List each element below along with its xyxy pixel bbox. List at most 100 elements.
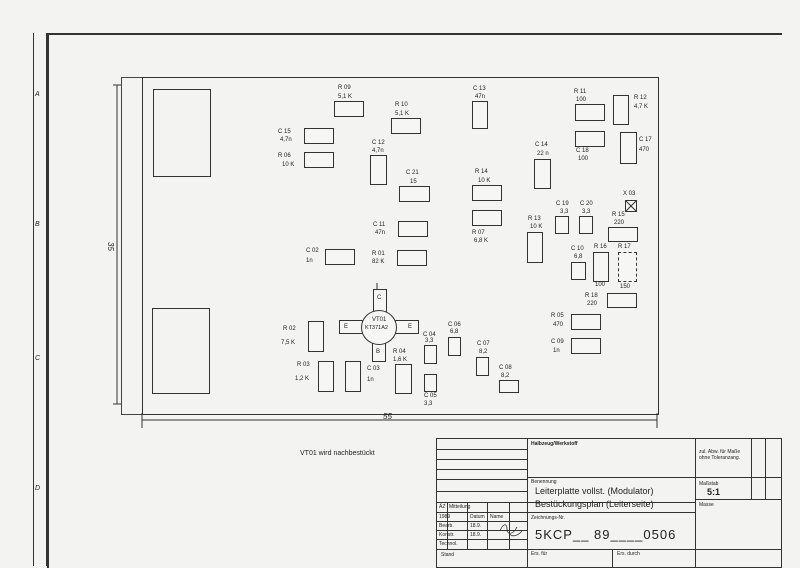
c19-value: 3,3 (560, 209, 569, 215)
name-label: Name (490, 514, 504, 520)
bearb-date: 18.9. (470, 523, 482, 529)
konstr-date: 18.9. (470, 532, 482, 538)
r10-ref: R 10 (395, 102, 408, 108)
technol-label: Technol. (439, 541, 458, 547)
c06-ref: C 06 (448, 322, 461, 328)
c06-value: 6,8 (450, 329, 459, 335)
c18-ref: C 18 (576, 148, 589, 154)
vt01-ref: VT01 (372, 317, 387, 323)
c11-body (398, 221, 428, 237)
datum-label: Datum (470, 514, 485, 520)
r06-body (304, 152, 334, 168)
row-letter-b: B (35, 221, 40, 228)
r14-body (472, 185, 502, 201)
c02-body (325, 249, 355, 265)
c20-value: 3,3 (582, 209, 591, 215)
c14-value: 22 n (537, 151, 549, 157)
c03-body (345, 361, 361, 392)
r14-ref: R 14 (475, 169, 488, 175)
masse-label: Masse (699, 502, 714, 508)
tolerance-note: zul. Abw. für Maße ohne Toleranzang. (699, 449, 741, 461)
c07-body (476, 357, 489, 376)
drawing-title-line1: Leiterplatte vollst. (Modulator) (535, 486, 654, 496)
assembly-note: VT01 wird nachbestückt (300, 450, 375, 457)
c17-value: 470 (639, 147, 650, 153)
row-letter-c: C (35, 355, 41, 362)
c04-value: 3,3 (425, 338, 434, 344)
r07-value: 6,8 K (474, 238, 489, 244)
c20-ref: C 20 (580, 201, 593, 207)
r05-ref: R 05 (551, 313, 564, 319)
title-block: Halbzeug/Werkstoff zul. Abw. für Maße oh… (436, 438, 782, 568)
r13-value: 10 K (530, 224, 543, 230)
r10-value: 5,1 K (395, 111, 410, 117)
c08-ref: C 08 (499, 365, 512, 371)
c02-ref: C 02 (306, 248, 319, 254)
row-index-strip: A B C D (33, 33, 47, 566)
mounting-pad-top (153, 89, 211, 177)
vt01-pin-c: C (377, 295, 382, 301)
c11-value: 47n (375, 230, 386, 236)
c20-body (579, 216, 593, 234)
c19-ref: C 19 (556, 201, 569, 207)
c21-ref: C 21 (406, 170, 419, 176)
r06-ref: R 06 (278, 153, 291, 159)
r01-value: 82 K (372, 259, 385, 265)
r16-body (593, 252, 609, 282)
c17-ref: C 17 (639, 137, 652, 143)
r04-value: 1,6 K (393, 357, 408, 363)
r07-body (472, 210, 502, 226)
c03-ref: C 03 (367, 366, 380, 372)
r03-body (318, 361, 334, 392)
r05-value: 470 (553, 322, 564, 328)
stand-label: Stand (441, 552, 455, 558)
vt01-base-lead: B (372, 342, 386, 362)
vt01-pin-e-right: E (408, 324, 413, 330)
r09-body (334, 101, 364, 117)
drawing-title-line2: Bestückungsplan (Leiterseite) (535, 499, 654, 509)
zeichnungs-label: Zeichnungs-Nr. (531, 515, 565, 521)
c05-body (424, 374, 437, 392)
c17-body (620, 132, 637, 164)
r13-body (527, 232, 543, 263)
r04-body (395, 364, 412, 394)
c05-ref: C 05 (424, 393, 437, 399)
r11-value: 100 (576, 97, 587, 103)
c13-body (472, 101, 488, 129)
signature (499, 524, 523, 537)
c13-ref: C 13 (473, 86, 486, 92)
massstab-label: Maßstab (699, 481, 719, 487)
c11-ref: C 11 (373, 222, 386, 228)
x03-ref: X 03 (623, 191, 636, 197)
ers-durch-label: Ers. durch (617, 551, 640, 557)
c08-value: 8,2 (501, 373, 510, 379)
c03-value: 1n (367, 377, 374, 383)
r01-ref: R 01 (372, 251, 385, 257)
scale-value: 5:1 (707, 487, 721, 497)
vt01-pin-b: B (376, 349, 381, 355)
r13-ref: R 13 (528, 216, 541, 222)
c12-value: 4,7n (372, 148, 384, 154)
r11-ref: R 11 (574, 89, 587, 95)
c21-value: 15 (410, 179, 417, 185)
c09-body (571, 338, 601, 354)
r04-ref: R 04 (393, 349, 406, 355)
r05-body (571, 314, 601, 330)
r16-ref: R 16 (594, 244, 607, 250)
r18-body (607, 293, 637, 308)
vt01-type: KT371A2 (365, 325, 388, 331)
r15-ref: R 15 (612, 212, 625, 218)
c04-ref: C 04 (423, 332, 436, 338)
r02-body (308, 321, 324, 352)
vt01-body: VT01 KT371A2 (361, 310, 397, 345)
r15-body (608, 227, 638, 242)
dimension-width: 55 (383, 412, 392, 421)
c12-ref: C 12 (372, 140, 385, 146)
c14-body (534, 159, 551, 189)
c19-body (555, 216, 569, 234)
row-letter-d: D (35, 485, 41, 492)
c07-ref: C 07 (477, 341, 490, 347)
c02-value: 1n (306, 258, 313, 264)
c13-value: 47n (475, 94, 486, 100)
r12-ref: R 12 (634, 95, 647, 101)
